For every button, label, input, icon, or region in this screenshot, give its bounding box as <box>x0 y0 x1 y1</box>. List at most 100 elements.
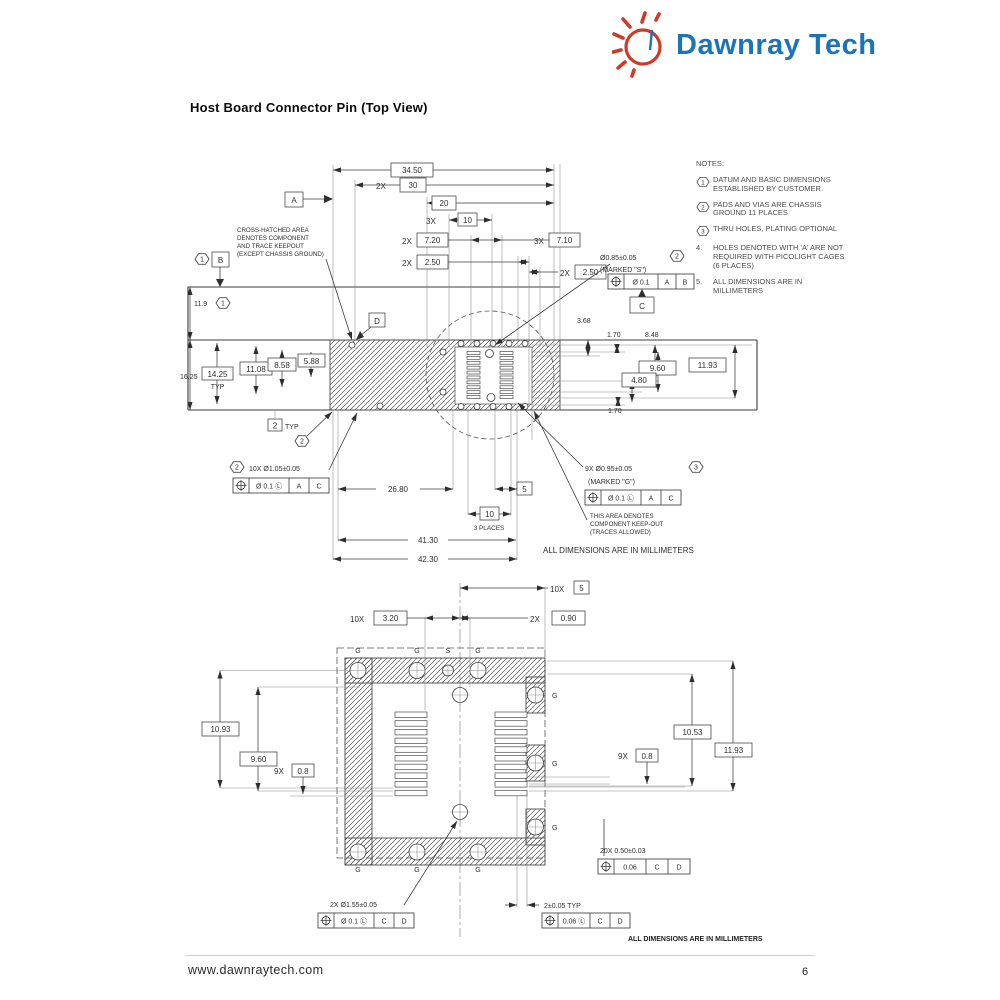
connector-pads <box>466 349 514 402</box>
svg-text:1.70: 1.70 <box>608 408 622 415</box>
svg-text:2: 2 <box>675 254 679 261</box>
all-dimensions-note: ALL DIMENSIONS ARE IN MILLIMETERS <box>543 546 694 555</box>
svg-text:2±0.05 TYP: 2±0.05 TYP <box>544 903 581 910</box>
svg-text:G: G <box>552 825 557 832</box>
svg-text:(EXCEPT CHASSIS GROUND): (EXCEPT CHASSIS GROUND) <box>237 251 324 258</box>
dim-prefix: 2X <box>402 237 412 246</box>
callout-pitch: 2±0.05 TYP 0.06 Ⓛ C D <box>505 796 631 929</box>
svg-text:5.88: 5.88 <box>304 357 320 366</box>
right-dimensions: 3.68 1.70 8.48 11.93 9.60 4.80 1.70 <box>532 318 752 415</box>
note-item: 2 PADS AND VIAS ARE CHASSIS GROUND 11 PL… <box>696 199 848 219</box>
hex-flag-icon: 3 <box>696 225 713 237</box>
svg-text:34.50: 34.50 <box>402 166 423 175</box>
note-text: PADS AND VIAS ARE CHASSIS GROUND 11 PLAC… <box>713 199 822 218</box>
svg-text:3: 3 <box>694 465 698 472</box>
dim-prefix: 10X <box>350 615 365 624</box>
svg-text:G: G <box>552 693 557 700</box>
chassis-ground-holes <box>348 340 529 410</box>
datum-b: 1 B <box>194 251 230 287</box>
svg-text:11.93: 11.93 <box>698 361 718 370</box>
upper-drawing: A 1 B D 34.50 2X <box>180 162 758 564</box>
svg-text:5: 5 <box>579 584 584 593</box>
note-text: DATUM AND BASIC DIMENSIONS ESTABLISHED B… <box>713 174 831 193</box>
fcf-frame: 0.06 C D <box>597 858 691 875</box>
dim-prefix: 10X <box>550 585 565 594</box>
top-dimensions: 10X 5 10X 3.20 2X 0.90 <box>350 580 590 710</box>
datum-a: A <box>284 191 333 208</box>
fcf-frame: Ø 0.1 A B <box>607 273 695 290</box>
sun-icon <box>612 11 662 78</box>
pad-column-right <box>494 711 528 797</box>
svg-text:2.50: 2.50 <box>583 268 599 277</box>
note-text: ALL DIMENSIONS ARE IN MILLIMETERS <box>713 276 803 295</box>
svg-text:G: G <box>355 648 360 655</box>
logo-text: Dawnray Tech <box>676 28 877 61</box>
notes-heading: NOTES: <box>696 159 724 168</box>
svg-text:0.06 Ⓛ: 0.06 Ⓛ <box>563 918 586 926</box>
pad-column-left <box>394 711 428 797</box>
svg-text:3 PLACES: 3 PLACES <box>474 525 505 532</box>
svg-text:G: G <box>475 648 480 655</box>
callout-2x-holes: 2X Ø1.55±0.05 Ø 0.1 Ⓛ C D <box>317 820 458 929</box>
svg-text:C: C <box>316 484 321 491</box>
svg-text:0.8: 0.8 <box>641 752 653 761</box>
svg-text:1: 1 <box>701 179 705 186</box>
svg-text:2.50: 2.50 <box>425 258 441 267</box>
keepout-note: CROSS-HATCHED AREA DENOTES COMPONENT AND… <box>237 227 353 341</box>
svg-text:Ø0.85±0.05: Ø0.85±0.05 <box>600 255 637 262</box>
svg-text:C: C <box>597 919 602 926</box>
svg-text:Ø 0.1 Ⓛ: Ø 0.1 Ⓛ <box>608 495 634 503</box>
s-hole <box>486 393 496 402</box>
pad-letters: G G S G G G G G G G <box>355 648 557 874</box>
detail-view-circle <box>425 310 555 440</box>
note-marker: 4. <box>696 243 703 253</box>
svg-text:1: 1 <box>221 301 225 308</box>
all-dimensions-note: ALL DIMENSIONS ARE IN MILLIMETERS <box>628 936 763 943</box>
svg-text:8.58: 8.58 <box>274 361 290 370</box>
svg-text:7.10: 7.10 <box>557 236 573 245</box>
hex-flag-icon: 1 <box>215 297 231 309</box>
svg-text:CROSS-HATCHED AREA: CROSS-HATCHED AREA <box>237 227 310 234</box>
bottom-dimension-chain: 26.80 5 10 3 PLACES 41.30 42.30 <box>332 404 533 564</box>
extension-lines <box>332 164 561 406</box>
svg-text:30: 30 <box>409 181 418 190</box>
svg-text:Ø 0.1: Ø 0.1 <box>632 280 649 287</box>
svg-text:41.30: 41.30 <box>418 536 439 545</box>
svg-text:C: C <box>381 919 386 926</box>
hex-flag-icon: 1 <box>696 176 713 194</box>
svg-text:(MARKED "S"): (MARKED "S") <box>600 267 646 274</box>
svg-text:D: D <box>676 865 681 872</box>
callout-thru-holes: 2 10X Ø1.05±0.05 Ø 0.1 Ⓛ A C <box>229 412 358 494</box>
lower-drawing: G G S G G G G G G G 10X 5 10X 3.20 <box>201 580 763 943</box>
datum-d: D <box>356 312 386 340</box>
svg-text:16.25: 16.25 <box>180 374 198 381</box>
dim-prefix: 2X <box>530 615 540 624</box>
fcf-frame: Ø 0.1 Ⓛ C D <box>317 912 415 929</box>
svg-text:9X Ø0.95±0.05: 9X Ø0.95±0.05 <box>585 466 632 473</box>
pad-column-right <box>499 351 514 399</box>
svg-text:10: 10 <box>485 510 494 519</box>
svg-text:AND TRACE KEEPOUT: AND TRACE KEEPOUT <box>237 243 304 250</box>
chassis-ground-bands <box>344 657 546 866</box>
dim-prefix: 9X <box>618 752 628 761</box>
note-item: 1 DATUM AND BASIC DIMENSIONS ESTABLISHED… <box>696 174 848 194</box>
svg-text:5: 5 <box>522 485 527 494</box>
note-item: 3 THRU HOLES, PLATING OPTIONAL <box>696 224 848 237</box>
svg-text:4.80: 4.80 <box>631 376 647 385</box>
footer-divider <box>185 955 815 956</box>
hex-flag-icon: 3 <box>688 461 704 473</box>
svg-text:2: 2 <box>273 422 278 431</box>
dim-prefix: 3X <box>426 217 436 226</box>
svg-text:G: G <box>475 867 480 874</box>
svg-text:11.08: 11.08 <box>246 365 266 374</box>
svg-text:11.93: 11.93 <box>724 746 744 755</box>
logo: Dawnray Tech <box>612 10 876 80</box>
dim-prefix: 3X <box>534 237 544 246</box>
svg-text:D: D <box>617 919 622 926</box>
svg-text:Ø 0.1 Ⓛ: Ø 0.1 Ⓛ <box>341 918 367 926</box>
svg-text:A: A <box>665 280 670 287</box>
svg-text:COMPONENT KEEP-OUT: COMPONENT KEEP-OUT <box>590 521 664 528</box>
callout-20x-pads: 20X 0.50±0.03 0.06 C D <box>597 819 691 875</box>
svg-text:10.93: 10.93 <box>210 725 231 734</box>
mounting-holes <box>450 685 470 822</box>
